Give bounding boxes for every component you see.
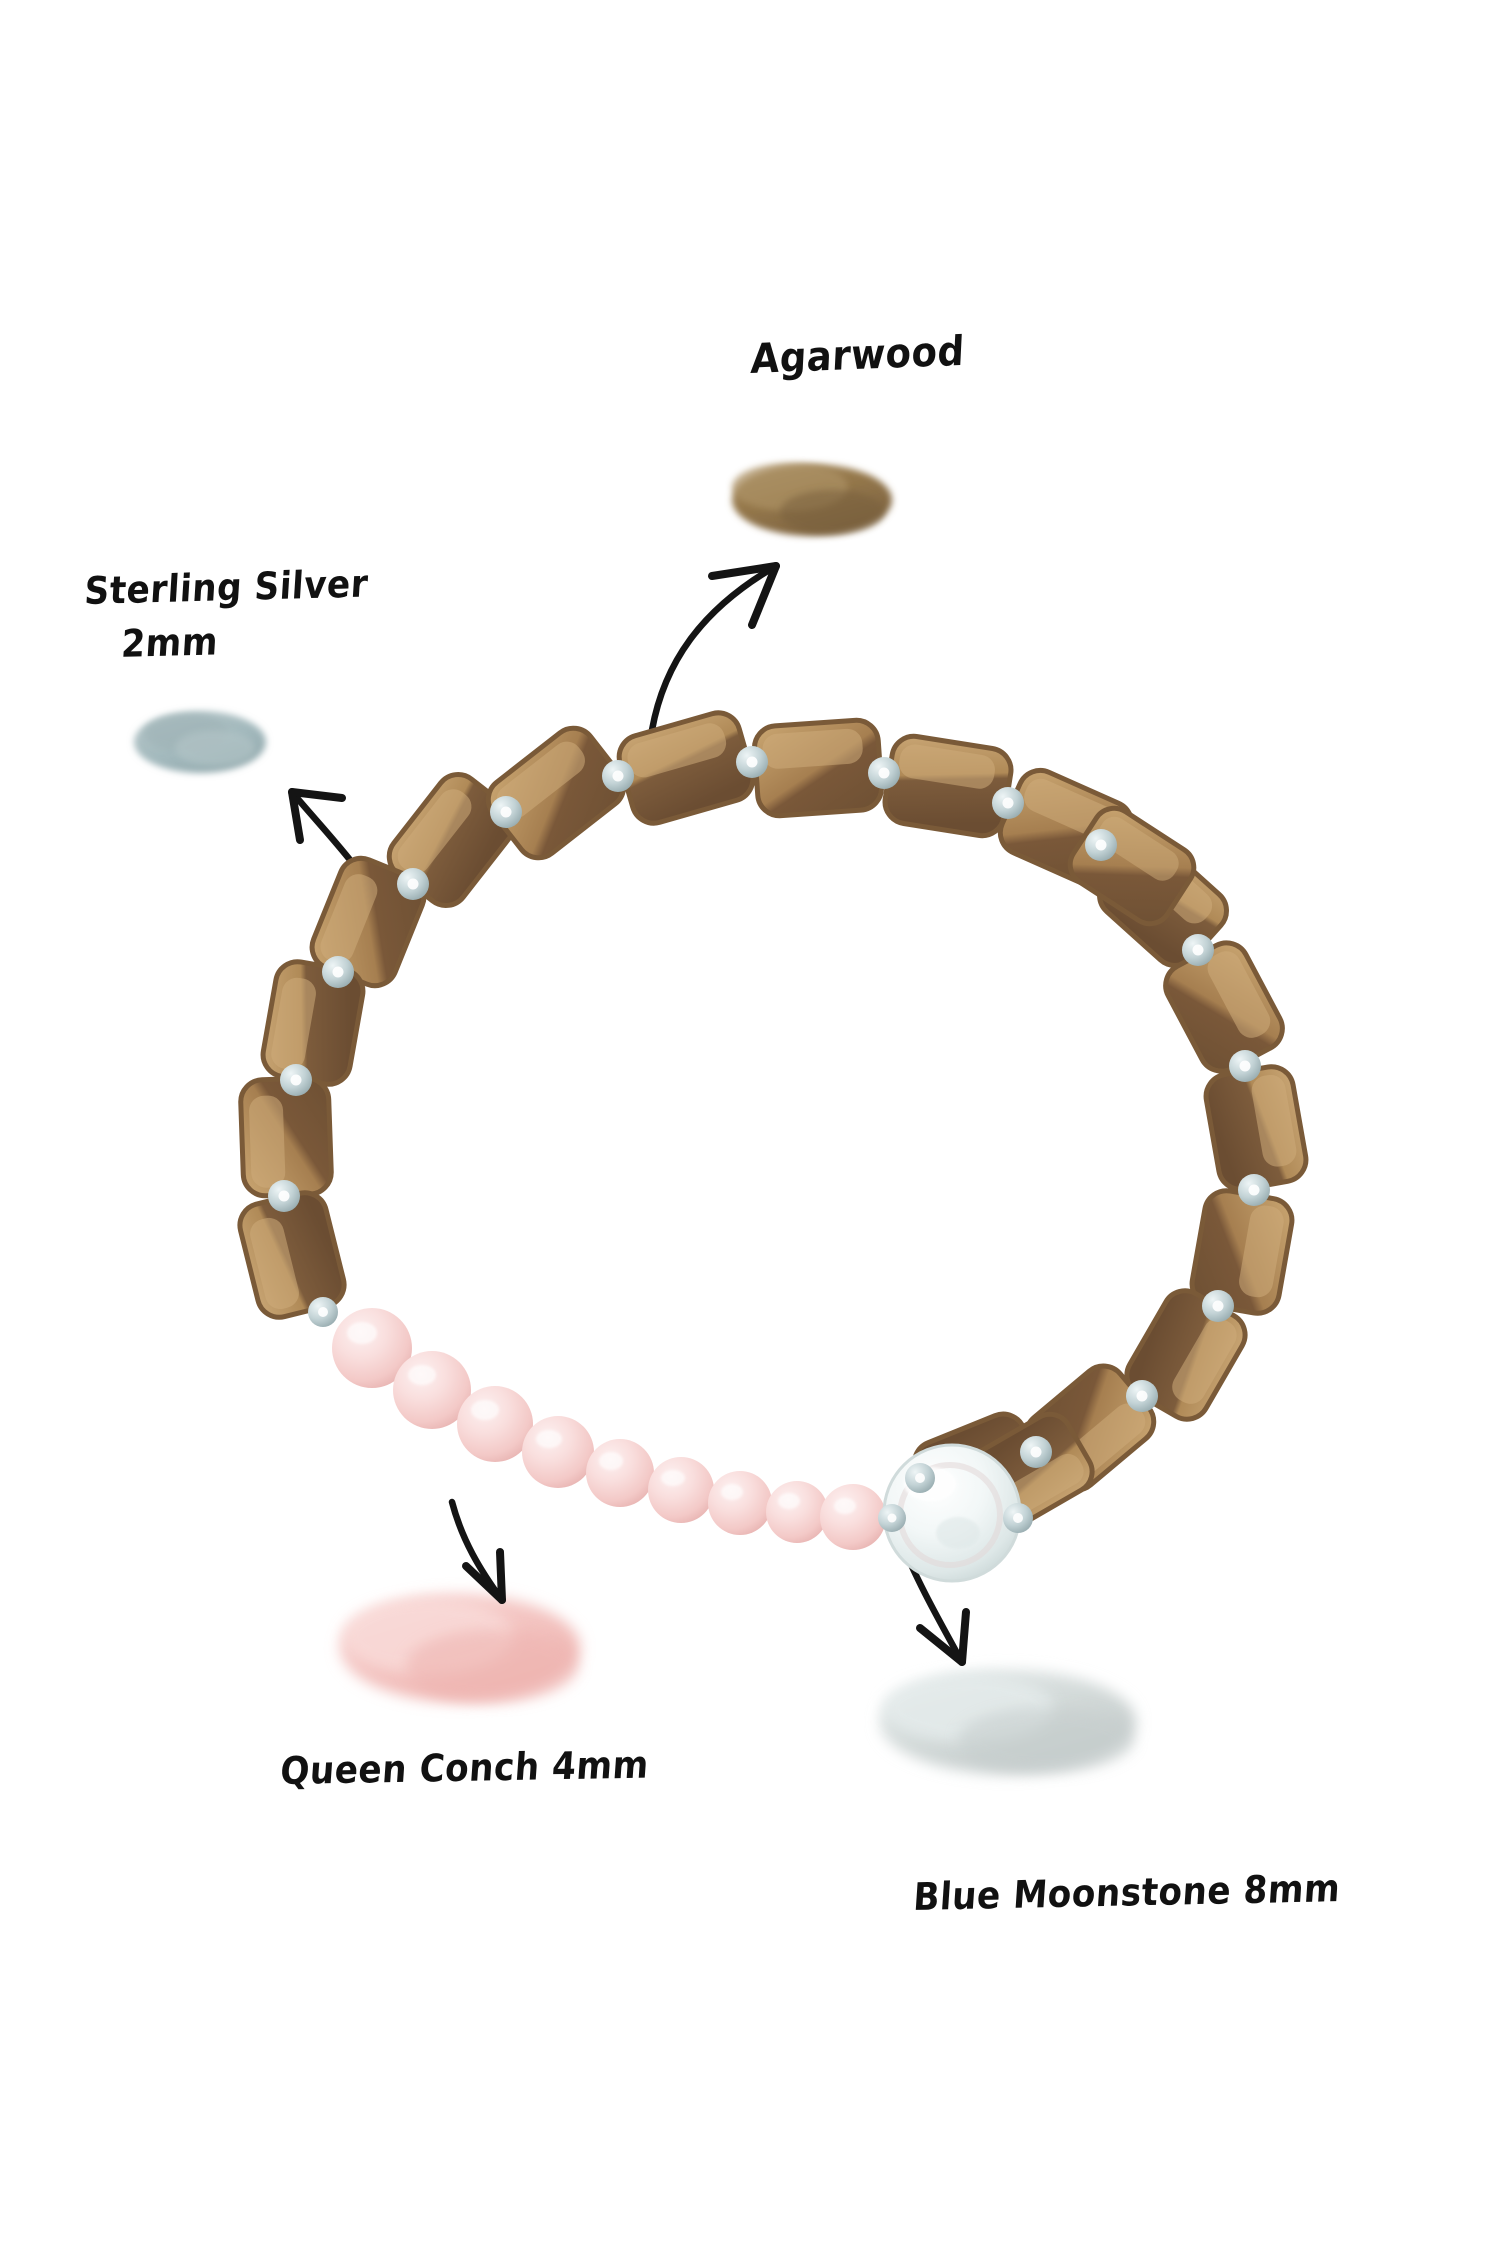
sterling-silver-swatch [134,711,266,773]
label-sterling-silver: Sterling Silver 2mm [80,561,370,669]
conch-bead [522,1416,594,1488]
agarwood-bead [485,725,627,861]
conch-bead [766,1481,828,1543]
agarwood-swatch [732,463,892,536]
label-blue-moonstone-line-1: Blue Moonstone 8mm [912,1866,1342,1919]
sterling-silver-spacer-strand [268,746,1270,1533]
label-blue-moonstone: Blue Moonstone 8mm [912,1865,1342,1921]
conch-bead [708,1471,772,1535]
agarwood-bead [237,1190,347,1320]
arrow-to-agarwood-swatch [648,562,780,734]
label-sterling-silver-line-1: Sterling Silver [83,561,370,613]
label-queen-conch-line-1: Queen Conch 4mm [278,1742,651,1793]
agarwood-bead [1203,1064,1309,1192]
queen-conch-bead-strand [332,1308,886,1550]
label-agarwood: Agarwood [749,326,966,385]
label-agarwood-line-1: Agarwood [749,326,966,383]
label-sterling-silver-line-2: 2mm [120,618,220,666]
conch-bead [820,1484,886,1550]
agarwood-bead [238,1075,334,1199]
agarwood-bead [309,855,427,989]
blue-moonstone-swatch [880,1670,1136,1774]
arrow-to-conch-swatch [448,1498,506,1604]
conch-bead [648,1457,714,1523]
conch-bead [586,1439,654,1507]
queen-conch-swatch [340,1594,580,1702]
agarwood-bead [882,733,1014,839]
label-queen-conch: Queen Conch 4mm [279,1742,651,1796]
agarwood-bead [616,710,756,826]
conch-bead [457,1386,533,1462]
agarwood-bead [751,717,885,819]
